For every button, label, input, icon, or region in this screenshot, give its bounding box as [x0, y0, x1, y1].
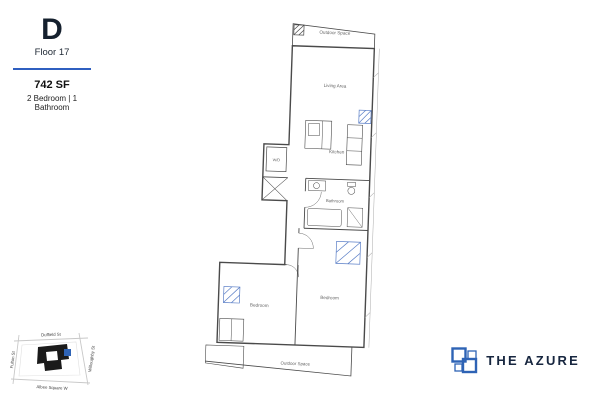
washer-dryer-unit	[265, 146, 288, 172]
label-street-left: Fulton St	[9, 350, 16, 368]
party-wall-band	[364, 48, 380, 348]
shaft-hatch-kitchen	[358, 109, 372, 124]
balcony-planter	[204, 344, 245, 369]
label-washer-dryer: W/D	[273, 158, 281, 162]
unit-location-marker	[64, 349, 71, 356]
label-living-area: Living Area	[324, 83, 347, 89]
location-keymap: Duffield St Fulton St Willoughby St Albe…	[8, 328, 100, 392]
shaft-hatch-top	[293, 24, 305, 36]
floorplan: Outdoor Space Living Area Kitchen W/D Ba…	[201, 15, 390, 387]
brand-name: THE AZURE	[486, 353, 580, 368]
label-street-right: Willoughby St	[87, 345, 96, 373]
keymap-streets	[10, 332, 91, 386]
balcony-top-outline	[291, 23, 376, 49]
unit-area-label: 742 SF	[34, 78, 70, 91]
bathroom-door-arc	[304, 191, 322, 208]
unit-config-label: 2 Bedroom | 1 Bathroom	[26, 93, 78, 112]
azure-logo-icon	[451, 347, 478, 374]
bathroom-fixtures	[306, 180, 364, 228]
bathroom-walls	[303, 177, 370, 231]
unit-letter: D	[41, 13, 63, 46]
label-outdoor-space-top: Outdoor Space	[319, 30, 351, 36]
bedroom-door-arcs	[286, 232, 314, 278]
brand-logo: THE AZURE	[451, 347, 580, 374]
shaft-hatch-closet	[335, 241, 361, 265]
bedroom-closet	[218, 318, 245, 342]
label-kitchen: Kitchen	[329, 149, 345, 155]
label-bedroom-1: Bedroom	[320, 295, 339, 301]
kitchen-cabinets	[345, 124, 363, 166]
wd-closet-wall	[262, 176, 288, 179]
unit-floor-label: Floor 17	[34, 46, 70, 58]
shower-x	[261, 176, 288, 201]
bedroom-walls	[284, 228, 300, 346]
kitchen-counter	[304, 119, 333, 150]
label-bathroom: Bathroom	[326, 198, 345, 204]
label-bedroom-2: Bedroom	[250, 302, 269, 308]
shaft-hatch-bedroom	[223, 286, 241, 304]
keymap-svg: Duffield St Fulton St Willoughby St Albe…	[9, 332, 96, 391]
label-street-bottom: Albee Square W	[36, 384, 68, 391]
building-courtyard	[46, 351, 58, 361]
unit-outer-walls	[216, 45, 376, 349]
label-street-top: Duffield St	[41, 332, 62, 338]
floorplan-svg: Outdoor Space Living Area Kitchen W/D Ba…	[201, 23, 380, 377]
divider-line	[13, 67, 91, 70]
unit-info-panel: D Floor 17 742 SF 2 Bedroom | 1 Bathroom	[10, 14, 94, 112]
label-outdoor-space-bottom: Outdoor Space	[280, 361, 310, 367]
